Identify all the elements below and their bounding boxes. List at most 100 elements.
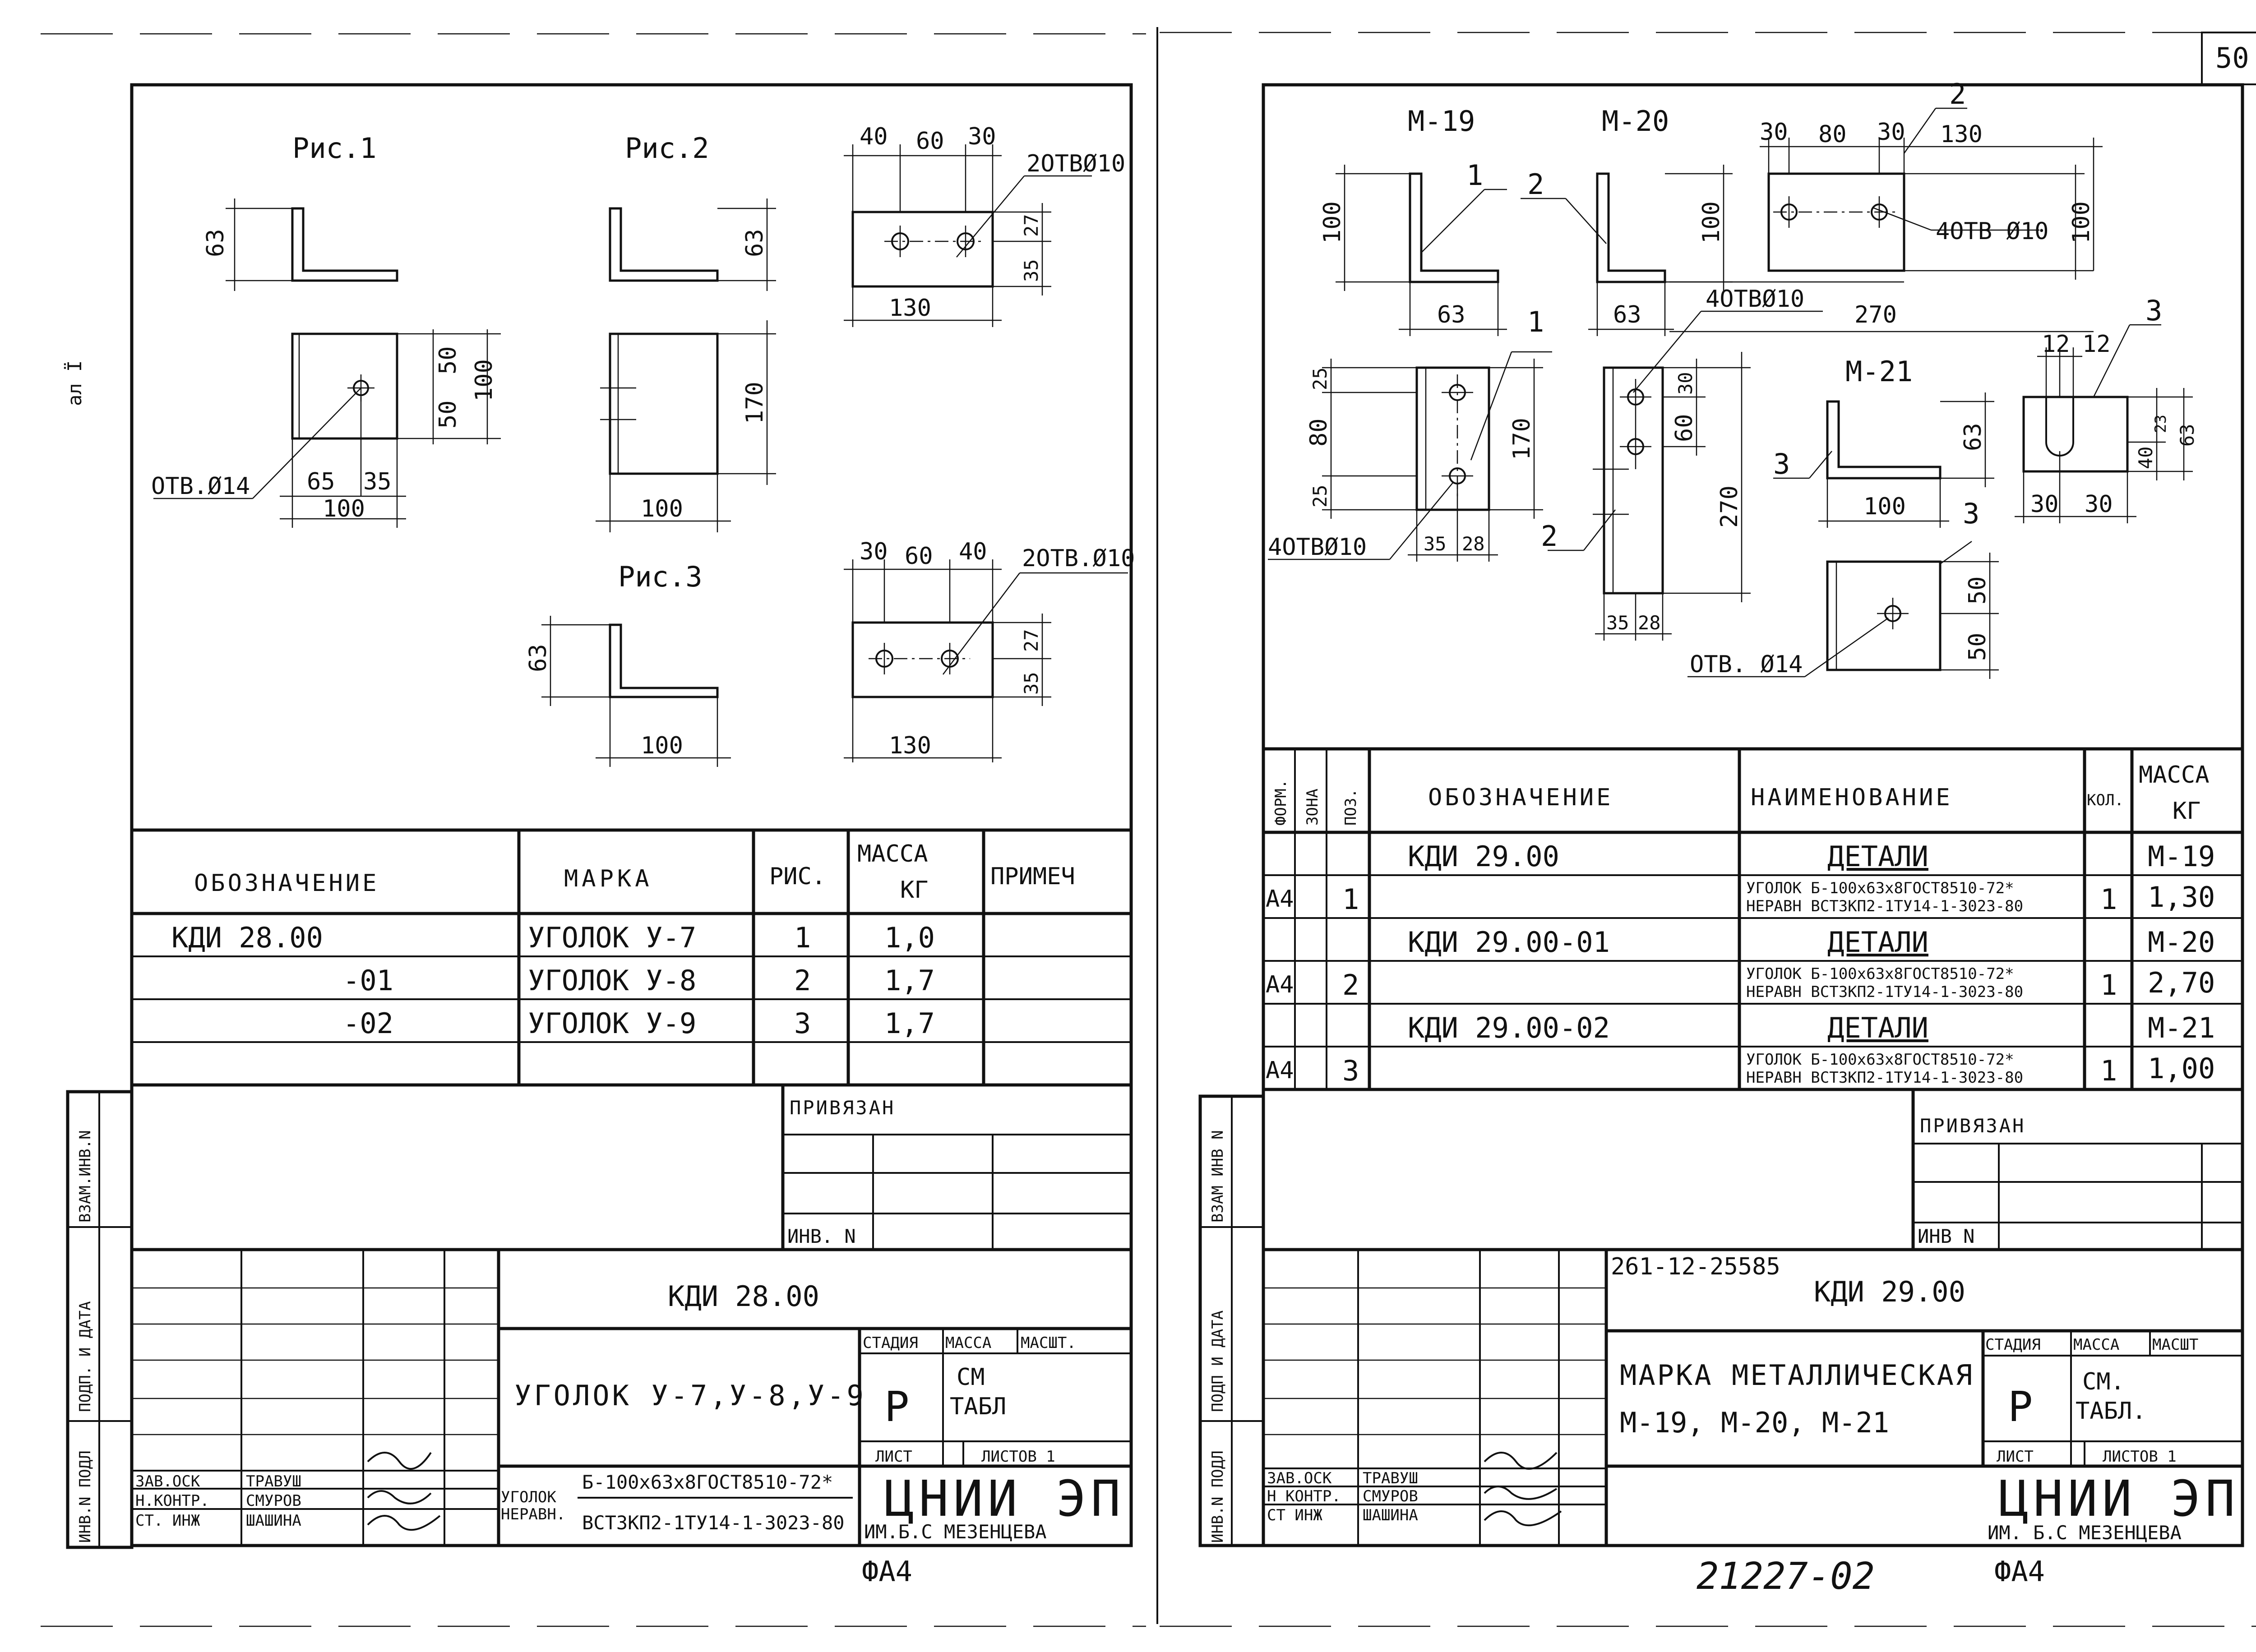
m20-side-view: 100 2 63 — [1521, 165, 1733, 336]
fig2-plate-holes: 2ОТВØ10 — [1026, 150, 1125, 177]
right-sheets-label: ЛИСТОВ 1 — [2103, 1448, 2177, 1466]
m20-d30: 30 — [1674, 372, 1697, 395]
right-side-label-3: ВЗАМ ИНВ N — [1209, 1130, 1227, 1223]
left-spec-row-2-mass: 1,7 — [884, 964, 935, 997]
right-format: ФА4 — [1994, 1555, 2045, 1588]
left-side-label-2: ПОДП. И ДАТА — [76, 1301, 94, 1412]
right-signer-1-role: ЗАВ.ОСК — [1267, 1469, 1332, 1487]
archive-number: 21227-02 — [1697, 1555, 1875, 1598]
fig2-title: Рис.2 — [625, 132, 709, 165]
plate2-d30: 30 — [1760, 119, 1788, 146]
right-signer-3-role: СТ ИНЖ — [1267, 1506, 1322, 1524]
right-org: ЦНИИ ЭП — [1999, 1470, 2240, 1527]
right-spec-header-name: НАИМЕНОВАНИЕ — [1751, 784, 1953, 811]
fig2-front-view: 170 100 — [596, 320, 776, 532]
right-spec-g3-form: А4 — [1266, 1057, 1294, 1084]
m21-side-view: 63 3 100 — [1773, 392, 1994, 528]
m20-callout-plate: 2 — [1541, 520, 1558, 553]
m19-holes: 4ОТВØ10 — [1268, 534, 1367, 561]
washer-d30a: 30 — [2030, 491, 2059, 518]
m20-callout: 2 — [1527, 168, 1544, 201]
left-org-sub: ИМ.Б.С МЕЗЕНЦЕВА — [864, 1521, 1047, 1543]
right-title-line-2: М-19, М-20, М-21 — [1620, 1406, 1889, 1439]
right-spec-g1-form: А4 — [1266, 886, 1294, 913]
fig1-dim-63: 63 — [202, 229, 229, 257]
fig1-title: Рис.1 — [292, 132, 377, 165]
left-material-line-1: Б-100х63х8ГОСТ8510-72* — [582, 1471, 833, 1493]
left-signer-2-name: СМУРОВ — [246, 1492, 301, 1510]
left-side-label-3: ВЗАМ.ИНВ.N — [76, 1130, 94, 1223]
right-spec-g3-mark: М-21 — [2148, 1011, 2215, 1044]
m21-d63: 63 — [1960, 423, 1987, 451]
right-signer-2-role: Н КОНТР. — [1267, 1487, 1341, 1505]
right-doc-code: КДИ 29.00 — [1814, 1275, 1965, 1308]
left-spec-header-designation: ОБОЗНАЧЕНИЕ — [194, 870, 379, 897]
right-binding-strip: ИНВ.N ПОДЛ ПОДП И ДАТА ВЗАМ ИНВ N — [1198, 1094, 1265, 1547]
right-org-sub: ИМ. Б.С МЕЗЕНЦЕВА — [1988, 1522, 2182, 1544]
left-signer-3-name: ШАШИНА — [246, 1512, 301, 1530]
right-spec-g2-mark: М-20 — [2148, 926, 2215, 959]
fig2-dim-170: 170 — [741, 382, 768, 424]
washer-d30b: 30 — [2085, 491, 2113, 518]
fig2-plate-d30: 30 — [968, 123, 996, 150]
left-spec-row-3-mark: УГОЛОК У-9 — [528, 1007, 696, 1040]
left-binding-strip: ИНВ.N ПОДЛ ПОДП. И ДАТА ВЗАМ.ИНВ.N — [66, 1090, 134, 1549]
left-side-label-1: ИНВ.N ПОДЛ — [76, 1450, 94, 1543]
washer-d12b: 12 — [2082, 331, 2111, 358]
left-org: ЦНИИ ЭП — [884, 1470, 1125, 1527]
left-privyazan: ПРИВЯЗАН — [790, 1097, 895, 1119]
washer-d23: 23 — [2152, 415, 2170, 433]
m21-callout-plate: 3 — [1963, 497, 1979, 530]
right-spec-g1-line2: НЕРАВН ВСТ3КП2-1ТУ14-1-3023-80 — [1746, 897, 2023, 915]
fig1-side-view: 63 — [202, 198, 398, 291]
left-spec-table: ОБОЗНАЧЕНИЕ МАРКА РИС. МАССА КГ ПРИМЕЧ К… — [132, 830, 1131, 1087]
right-spec-g2-section: ДЕТАЛИ — [1827, 926, 1928, 959]
m19-d80: 80 — [1305, 418, 1332, 447]
right-spec-table: ФОРМ. ЗОНА ПОЗ. ОБОЗНАЧЕНИЕ НАИМЕНОВАНИЕ… — [1263, 749, 2242, 1091]
right-spec-g1-section: ДЕТАЛИ — [1827, 840, 1928, 873]
right-spec-g3-designation: КДИ 29.00-02 — [1408, 1011, 1610, 1044]
left-signer-2-role: Н.КОНТР. — [135, 1492, 209, 1510]
right-spec-g2-form: А4 — [1266, 971, 1294, 998]
left-spec-header-mark: МАРКА — [564, 865, 653, 892]
right-stage-header-3: МАСШТ — [2152, 1336, 2198, 1354]
right-privyazan-block: ПРИВЯЗАН ИНВ N — [1911, 1089, 2242, 1250]
plate2-d270: 270 — [1854, 301, 1897, 328]
washer-d63: 63 — [2176, 424, 2198, 447]
fig3-dim-63: 63 — [525, 644, 552, 672]
fig1-dim-100h: 100 — [323, 495, 365, 522]
left-privyazan-block: ПРИВЯЗАН ИНВ. N — [781, 1085, 1131, 1250]
right-spec-g1-line1: УГОЛОК Б-100х63х8ГОСТ8510-72* — [1746, 879, 2014, 897]
plate2-d80: 80 — [1818, 121, 1847, 148]
fig1-dim-50b: 50 — [435, 400, 462, 429]
right-spec-g3-qty: 1 — [2100, 1054, 2117, 1087]
fig3-dim-100: 100 — [641, 732, 683, 759]
left-signer-1-role: ЗАВ.ОСК — [135, 1472, 200, 1490]
left-title-block: ЗАВ.ОСК ТРАВУШ Н.КОНТР. СМУРОВ СТ. ИНЖ Ш… — [132, 1248, 1131, 1588]
left-spec-header-fig: РИС. — [769, 863, 826, 890]
fig2-plate: 40 60 30 2ОТВØ10 27 35 130 — [844, 123, 1125, 327]
m20-d35: 35 — [1606, 612, 1629, 634]
left-format: ФА4 — [862, 1555, 912, 1588]
left-sheets-label: ЛИСТОВ 1 — [981, 1448, 1055, 1466]
left-spec-row-3-designation: -02 — [343, 1007, 393, 1040]
left-spec-row-1-mass: 1,0 — [884, 921, 935, 954]
washer-d40: 40 — [2135, 446, 2157, 469]
right-signer-2-name: СМУРОВ — [1363, 1487, 1418, 1505]
m20-d60: 60 — [1671, 414, 1698, 442]
m20-plate-view: 30 60 270 4ОТВØ10 2 35 28 — [1541, 286, 1823, 641]
fig3-plate-d60: 60 — [905, 543, 933, 570]
left-spec-row-1-designation: КДИ 28.00 — [171, 921, 323, 954]
left-inv: ИНВ. N — [787, 1225, 856, 1247]
page-number: 50 — [2215, 42, 2249, 74]
left-stage: Р — [884, 1383, 909, 1431]
m20-d100: 100 — [1698, 201, 1725, 244]
left-mass-ref-2: ТАБЛ — [950, 1393, 1006, 1420]
plate2-d100: 100 — [2068, 201, 2095, 244]
right-project-no: 261-12-25585 — [1611, 1253, 1780, 1280]
m19-d25: 25 — [1309, 367, 1331, 390]
m19-d28: 28 — [1462, 533, 1485, 555]
washer-d12a: 12 — [2042, 331, 2070, 358]
m19-callout: 1 — [1466, 159, 1483, 192]
